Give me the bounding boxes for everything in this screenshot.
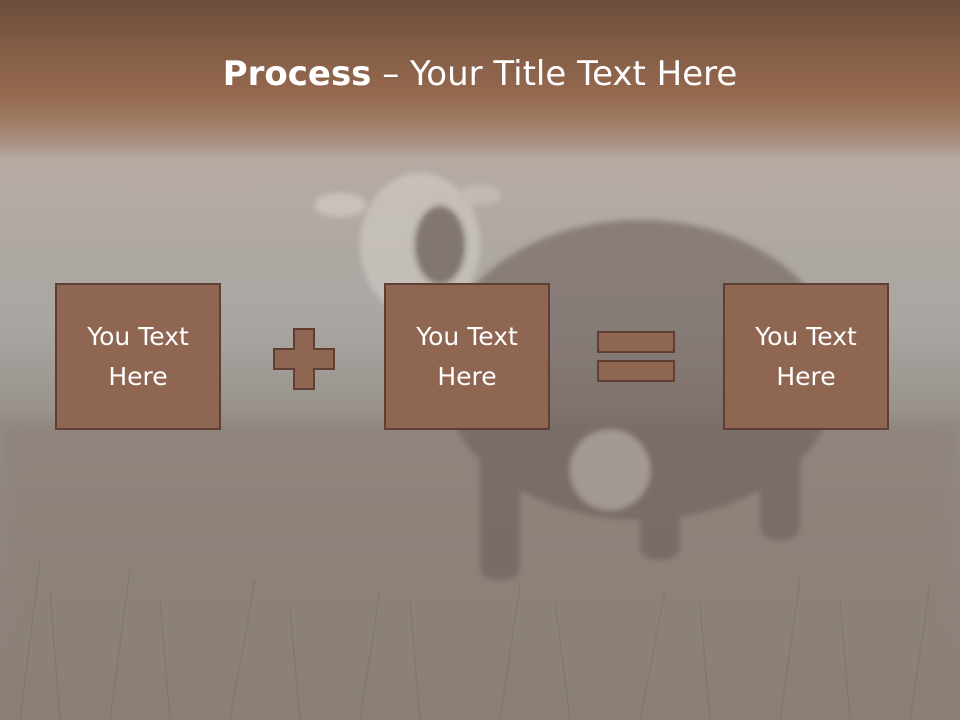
text-box-3-label: You Text Here <box>755 321 857 391</box>
title-band <box>0 0 960 160</box>
text-box-1-label: You Text Here <box>87 321 189 391</box>
text-box-2-label: You Text Here <box>416 321 518 391</box>
slide-title: Process – Your Title Text Here <box>0 52 960 96</box>
text-box-3[interactable]: You Text Here <box>723 283 889 430</box>
text-box-1[interactable]: You Text Here <box>55 283 221 430</box>
plus-icon <box>273 328 335 390</box>
grass-texture <box>19 559 931 720</box>
title-rest-text: – Your Title Text Here <box>371 54 738 94</box>
equals-icon <box>597 331 675 382</box>
text-box-2[interactable]: You Text Here <box>384 283 550 430</box>
title-bold-text: Process <box>222 54 372 94</box>
